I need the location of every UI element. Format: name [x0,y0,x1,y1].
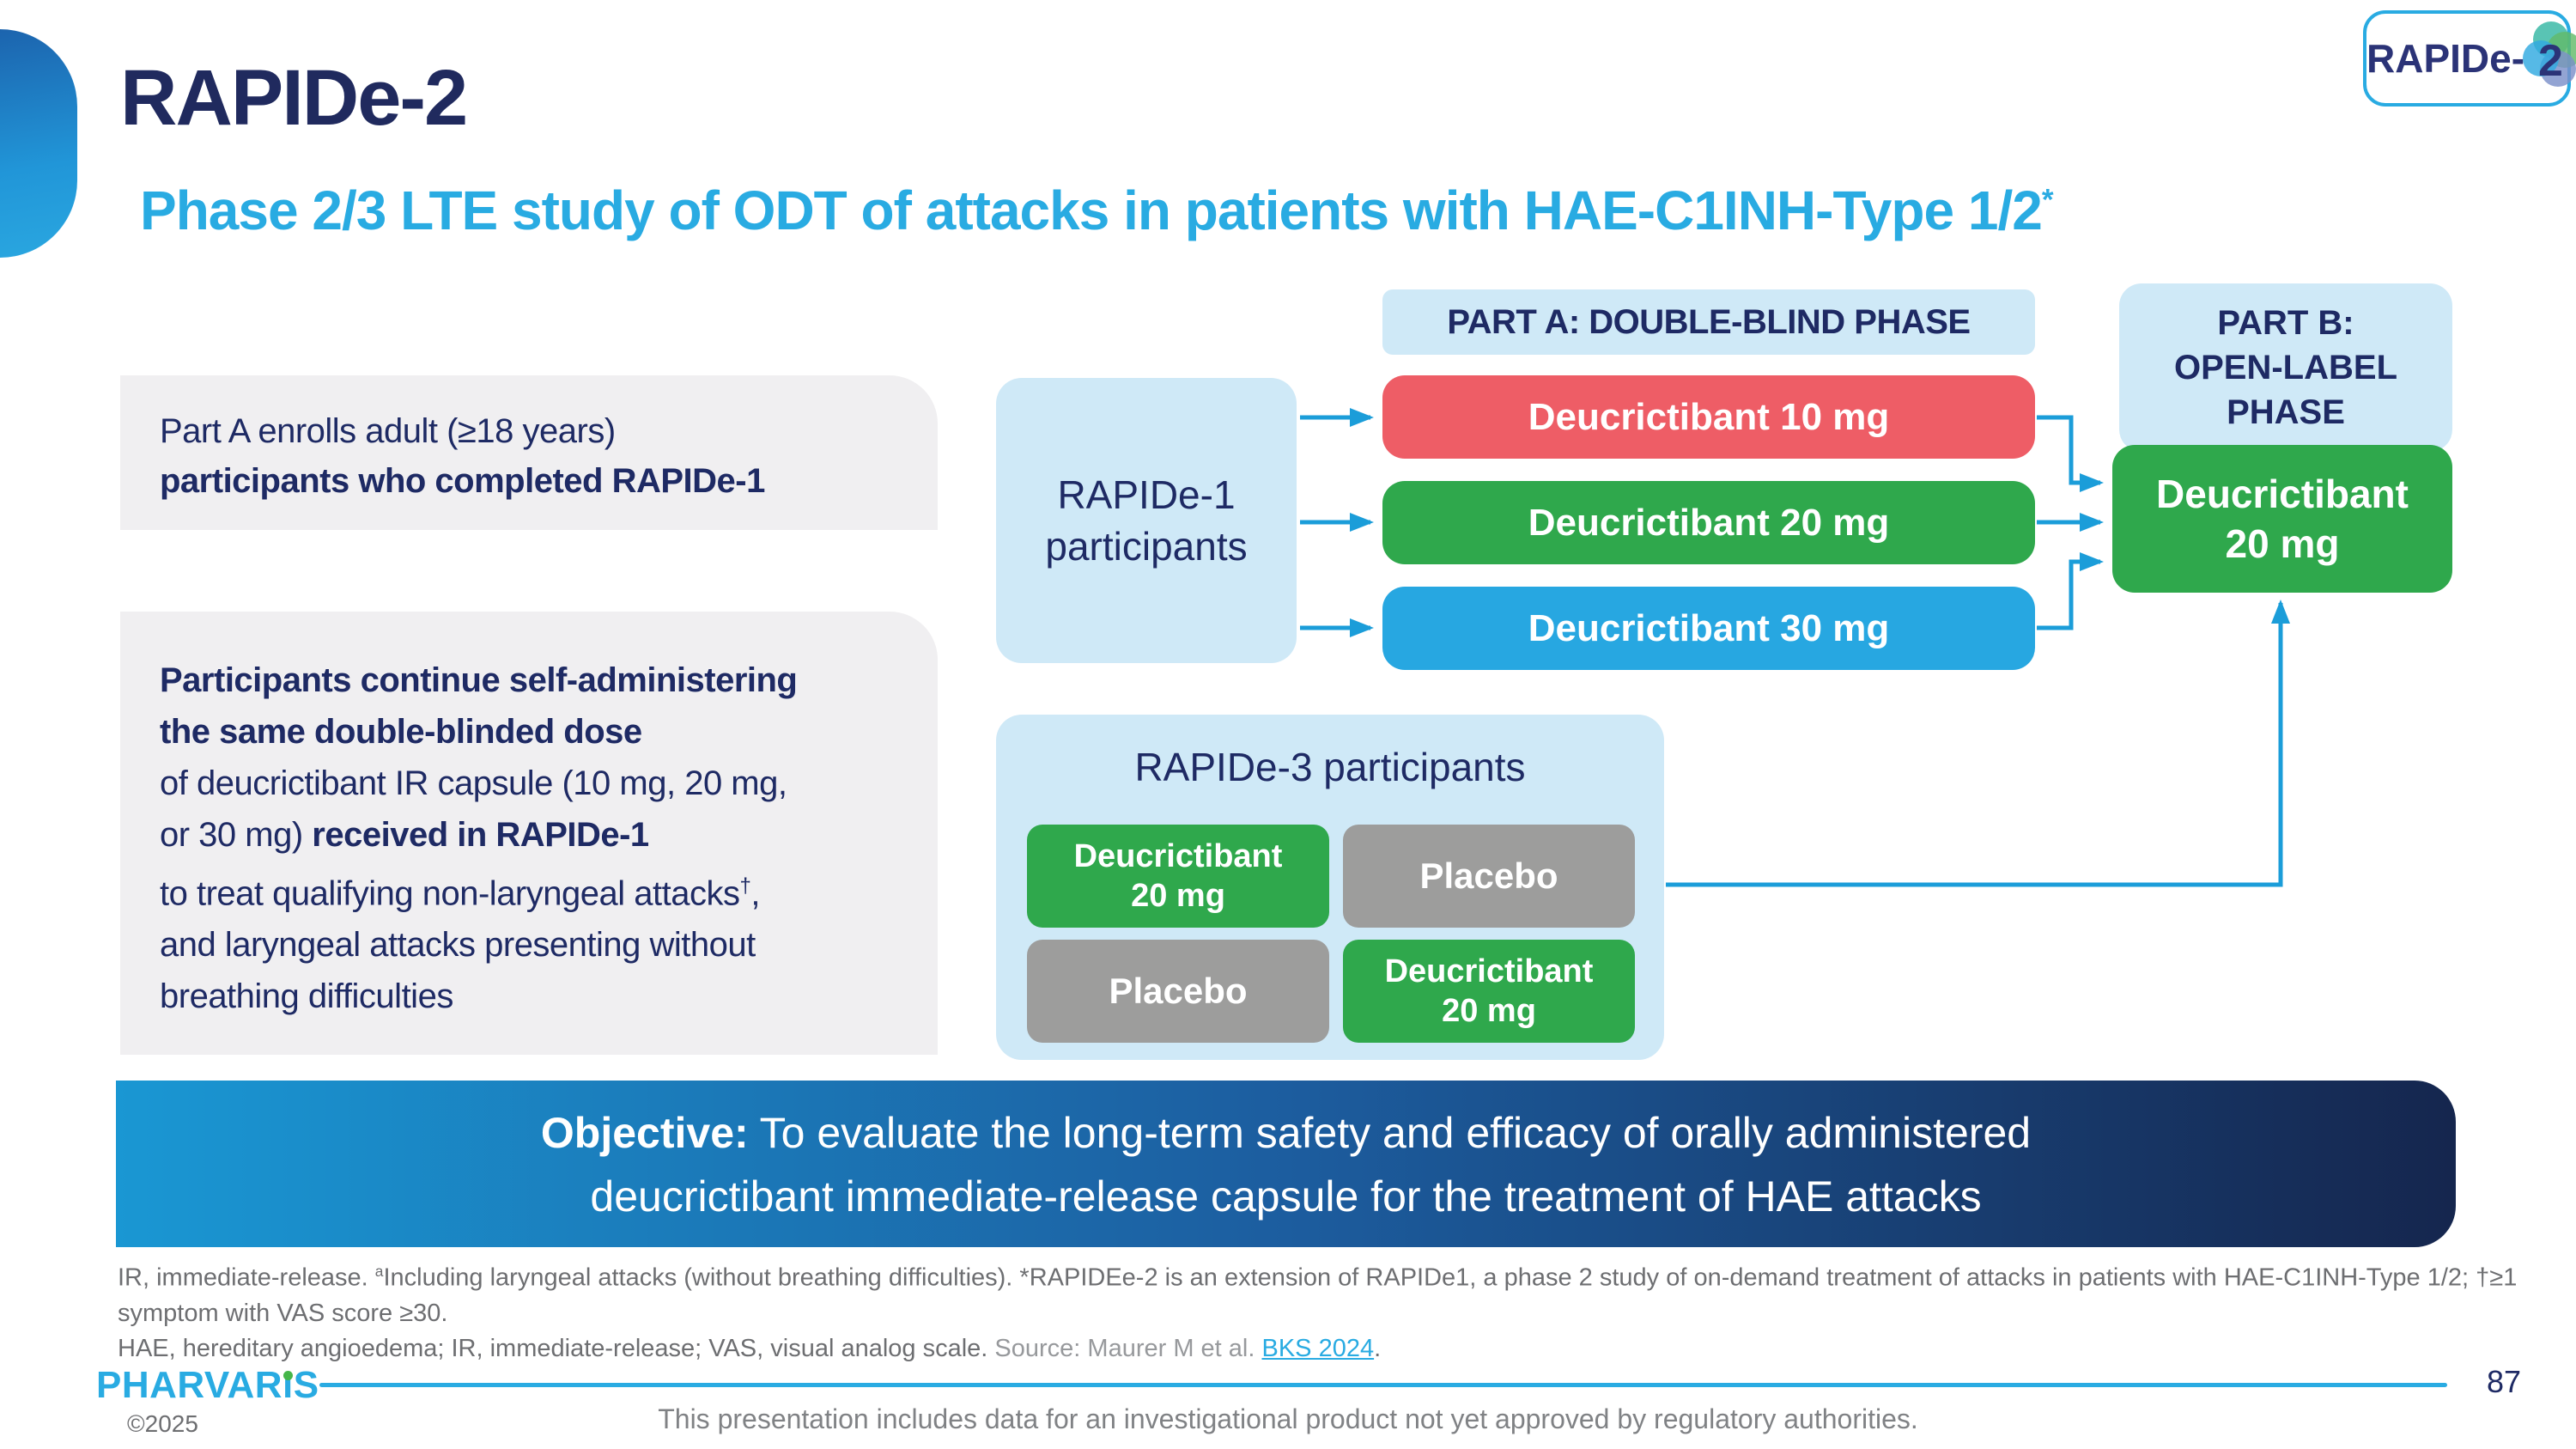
slide-title: RAPIDe-2 [120,54,468,142]
logo-text-right: S [293,1364,319,1406]
footnote-line1-post: Including laryngeal attacks (without bre… [383,1263,2518,1292]
footer-divider [319,1383,2447,1387]
objective-line1: Objective: To evaluate the long-term saf… [116,1101,2456,1165]
arrow-10mg-to-partb [2037,415,2104,492]
logo-green-dot-icon [283,1371,294,1380]
logo-letter-i: ı [283,1364,294,1407]
badge-name: RAPIDe- [2366,36,2525,81]
continuation-line4: or 30 mg) received in RAPIDe-1 [160,809,903,861]
slide-edge-decoration [0,29,77,258]
footnote-abbreviations: HAE, hereditary angioedema; IR, immediat… [118,1334,995,1362]
copyright: ©2025 [127,1410,198,1437]
part-a-header: PART A: DOUBLE-BLIND PHASE [1382,289,2035,355]
dose-box-10mg: Deucrictibant 10 mg [1382,375,2035,459]
objective-line2: deucrictibant immediate-release capsule … [590,1172,1982,1221]
logo-text-left: PHARVAR [96,1364,283,1406]
dagger-superscript: † [739,874,751,898]
arrow-30mg-to-partb [2037,552,2104,630]
continuation-line5-comma: , [750,874,760,913]
slide-subtitle: Phase 2/3 LTE study of ODT of attacks in… [140,179,2053,242]
continuation-line5: to treat qualifying non-laryngeal attack… [160,861,903,919]
enrollment-line2: participants who completed RAPIDe-1 [160,462,765,500]
footer-disclaimer: This presentation includes data for an i… [658,1403,1918,1434]
continuation-line3: of deucrictibant IR capsule (10 mg, 20 m… [160,764,787,802]
rapide1-participants-box: RAPIDe-1 participants [996,378,1297,663]
rapide3-cell-deucrictibant-1: Deucrictibant 20 mg [1027,825,1329,928]
objective-label: Objective: [540,1109,749,1157]
page-number: 87 [2486,1364,2521,1399]
enrollment-line1: Part A enrolls adult (≥18 years) [160,412,616,450]
continuation-line4-bold: received in RAPIDe-1 [312,816,649,854]
rapide3-title: RAPIDe-3 participants [1134,745,1526,789]
rapide2-logo-badge: RAPIDe- 2 [2363,10,2576,107]
rapide3-cell-placebo-2: Placebo [1027,940,1329,1043]
continuation-line7: breathing difficulties [160,977,453,1016]
rapide3-cell-placebo-1: Placebo [1343,825,1635,928]
footnote-line1-pre: IR, immediate-release. [118,1263,375,1292]
footnote-line1: IR, immediate-release. aIncluding laryng… [118,1254,2539,1296]
continuation-line6: and laryngeal attacks presenting without [160,926,756,965]
footnotes: IR, immediate-release. aIncluding laryng… [118,1254,2539,1367]
continuation-panel: Participants continue self-administering… [120,612,938,1055]
footnote-line2: symptom with VAS score ≥30. [118,1299,448,1327]
footnote-source: Source: Maurer M et al. [994,1334,1262,1362]
objective-text1: To evaluate the long-term safety and eff… [748,1109,2032,1157]
bks-2024-link[interactable]: BKS 2024 [1261,1334,1375,1362]
dose-box-20mg: Deucrictibant 20 mg [1382,481,2035,564]
objective-banner: Objective: To evaluate the long-term saf… [116,1081,2456,1247]
rapide3-participants-box: RAPIDe-3 participants Deucrictibant 20 m… [996,715,1664,1060]
footnote-superscript-a: a [374,1263,384,1280]
part-b-dose-box: Deucrictibant 20 mg [2112,445,2452,593]
enrollment-panel: Part A enrolls adult (≥18 years) partici… [120,375,938,530]
logo-flower: 2 [2523,21,2576,88]
dose-box-30mg: Deucrictibant 30 mg [1382,587,2035,670]
flower-petal-cyan-icon [2523,40,2560,76]
continuation-line2: the same double-blinded dose [160,713,642,751]
footnote-line3: HAE, hereditary angioedema; IR, immediat… [118,1331,2539,1367]
continuation-line1: Participants continue self-administering [160,661,798,699]
badge-number: 2 [2538,36,2563,86]
part-b-header: PART B: OPEN-LABEL PHASE [2119,283,2452,452]
continuation-line5-text: to treat qualifying non-laryngeal attack… [160,874,740,913]
footnote-line3-end: . [1374,1334,1382,1362]
subtitle-text: Phase 2/3 LTE study of ODT of attacks in… [140,180,2043,241]
rapide3-cell-deucrictibant-2: Deucrictibant 20 mg [1343,940,1635,1043]
continuation-line4-normal: or 30 mg) [160,816,313,854]
subtitle-asterisk: * [2041,183,2054,217]
